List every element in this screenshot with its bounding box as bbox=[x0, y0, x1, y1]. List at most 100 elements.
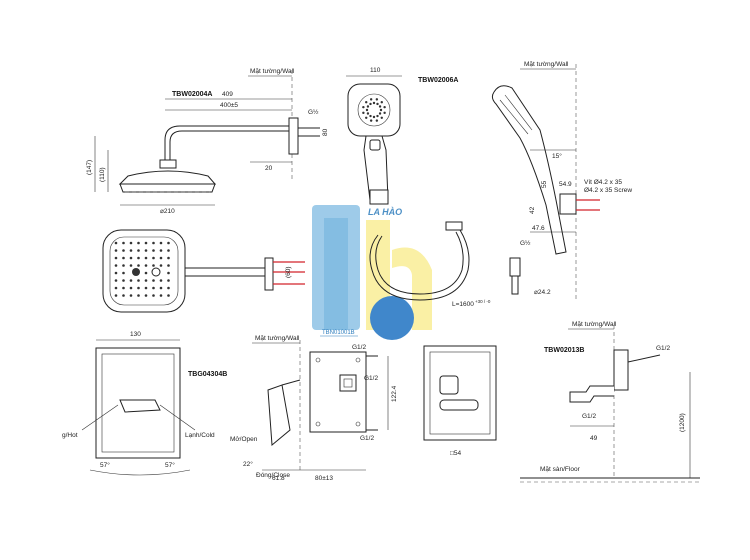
open-label: Mở/Open bbox=[230, 435, 258, 443]
wall-label-2: Mặt tường/Wall bbox=[524, 61, 569, 68]
watermark-text: LA HÀO bbox=[368, 207, 402, 217]
dim-80-13: 80±13 bbox=[315, 475, 333, 482]
hand-nozzle-dot bbox=[369, 114, 372, 118]
nozzle-dot bbox=[167, 271, 170, 275]
nozzle-dot bbox=[129, 286, 133, 290]
hand-shower-side-view: Mặt tường/Wall 15° 55 54.9 Vít Ø4.2 x 35… bbox=[491, 61, 632, 300]
nozzle-dot bbox=[129, 294, 133, 297]
nozzle-dot bbox=[159, 294, 163, 297]
nozzle-dot bbox=[137, 294, 140, 297]
nozzle-dot bbox=[129, 249, 133, 252]
logo-blue-dot bbox=[370, 296, 414, 340]
hand-nozzle-dot bbox=[383, 111, 386, 115]
nozzle-dot bbox=[129, 241, 133, 245]
watermark-logo: LA HÀO bbox=[312, 205, 432, 340]
hand-nozzle-dot bbox=[375, 98, 379, 101]
dim-409: 409 bbox=[222, 91, 233, 98]
hand-nozzle-dot bbox=[365, 101, 368, 104]
nozzle-dot bbox=[152, 279, 155, 282]
dim-49: 49 bbox=[590, 435, 598, 442]
nozzle-dot bbox=[114, 271, 118, 275]
nozzle-dot bbox=[167, 241, 170, 245]
nozzle-dot bbox=[159, 256, 163, 260]
hand-nozzle-dot bbox=[362, 111, 365, 115]
dim-g12b: G½ bbox=[520, 239, 531, 247]
hand-nozzle-dot bbox=[369, 119, 373, 122]
dim-55: 55 bbox=[541, 180, 548, 188]
nozzle-dot bbox=[144, 241, 148, 245]
nozzle-dot bbox=[152, 264, 155, 267]
nozzle-dot bbox=[114, 286, 118, 290]
nozzle-dot bbox=[159, 241, 163, 245]
dim-42: 42 bbox=[529, 206, 536, 214]
nozzle-dot bbox=[122, 241, 125, 245]
hand-nozzle-dot bbox=[379, 108, 383, 112]
nozzle-dot bbox=[137, 279, 140, 282]
nozzle-dot bbox=[152, 286, 155, 290]
dim-210: ⌀210 bbox=[160, 208, 175, 215]
hand-nozzle-dot bbox=[362, 105, 365, 109]
nozzle-dot bbox=[167, 249, 170, 252]
nozzle-dot bbox=[152, 294, 155, 297]
dim-110: 110 bbox=[370, 67, 381, 74]
hose-tolerance: +30 / -0 bbox=[475, 299, 491, 304]
concealed-box: TBN01001B G1/2 G1/2 G1/2 122.4 80±13 bbox=[300, 330, 398, 482]
nozzle-dot bbox=[144, 279, 148, 282]
nozzle-grid bbox=[114, 241, 170, 297]
nozzle-dot bbox=[159, 279, 163, 282]
nozzle-dot bbox=[167, 286, 170, 290]
nozzle-dot bbox=[122, 279, 125, 282]
floor-label: Mặt sàn/Floor bbox=[540, 466, 581, 473]
nozzle-dot bbox=[122, 286, 125, 290]
dim-60: (60) bbox=[285, 266, 292, 278]
angle-22: 22° bbox=[243, 460, 253, 468]
nozzle-dot bbox=[114, 256, 118, 260]
dim-122-4: 122.4 bbox=[391, 385, 398, 402]
wall-label-4: Mặt tường/Wall bbox=[572, 321, 617, 328]
nozzle-dot bbox=[122, 249, 125, 252]
nozzle-dot bbox=[152, 249, 155, 252]
dim-47-6: 47.6 bbox=[532, 225, 545, 232]
nozzle-dot bbox=[144, 249, 148, 252]
nozzle-dot bbox=[129, 279, 133, 282]
nozzle-dot bbox=[152, 256, 155, 260]
nozzle-dot bbox=[144, 294, 148, 297]
nozzle-dot bbox=[129, 264, 133, 267]
hand-nozzle-dot bbox=[369, 98, 373, 101]
nozzle-dot bbox=[137, 256, 140, 260]
elbow-g12-bottom: G1/2 bbox=[582, 413, 596, 420]
shower-hose: L=1600 +30 / -0 bbox=[369, 221, 491, 308]
nozzle-dot bbox=[129, 256, 133, 260]
dim-15deg: 15° bbox=[552, 152, 562, 160]
hot-label: g/Hot bbox=[62, 432, 78, 439]
dim-g12a: G½ bbox=[308, 108, 319, 116]
nozzle-dot bbox=[114, 241, 118, 245]
dim-54-9: 54.9 bbox=[559, 181, 572, 188]
hand-nozzle-dot bbox=[378, 105, 382, 108]
hand-nozzle-dot bbox=[376, 114, 379, 118]
dim-1200: (1200) bbox=[679, 413, 686, 432]
model-valve-label: TBG04304B bbox=[188, 371, 227, 378]
nozzle-dot bbox=[167, 264, 170, 267]
close-label: Đóng/Close bbox=[256, 472, 290, 479]
box-g12-mid: G1/2 bbox=[364, 375, 378, 382]
angle-57-right: 57° bbox=[165, 461, 175, 469]
nozzle-dot bbox=[144, 286, 148, 290]
angle-57-left: 57° bbox=[100, 461, 110, 469]
hand-nozzle-dot bbox=[372, 101, 376, 105]
nozzle-dot bbox=[114, 279, 118, 282]
nozzle-dot bbox=[137, 249, 140, 252]
nozzle-dot bbox=[144, 264, 148, 267]
nozzle-dot bbox=[159, 249, 163, 252]
hand-nozzle-dot bbox=[366, 112, 370, 115]
nozzle-dot bbox=[122, 264, 125, 267]
nozzle-dot bbox=[137, 286, 140, 290]
nozzle-dot bbox=[167, 294, 170, 297]
dim-147: (147) bbox=[86, 160, 93, 175]
model-hand-label: TBW02006A bbox=[418, 77, 458, 84]
nozzle-dot bbox=[122, 271, 125, 275]
hand-nozzle-dot bbox=[376, 102, 379, 106]
valve-trim-front-view: 130 TBG04304B g/Hot Lạnh/Cold 57° 57° bbox=[62, 331, 227, 476]
nozzle-dot bbox=[114, 249, 118, 252]
